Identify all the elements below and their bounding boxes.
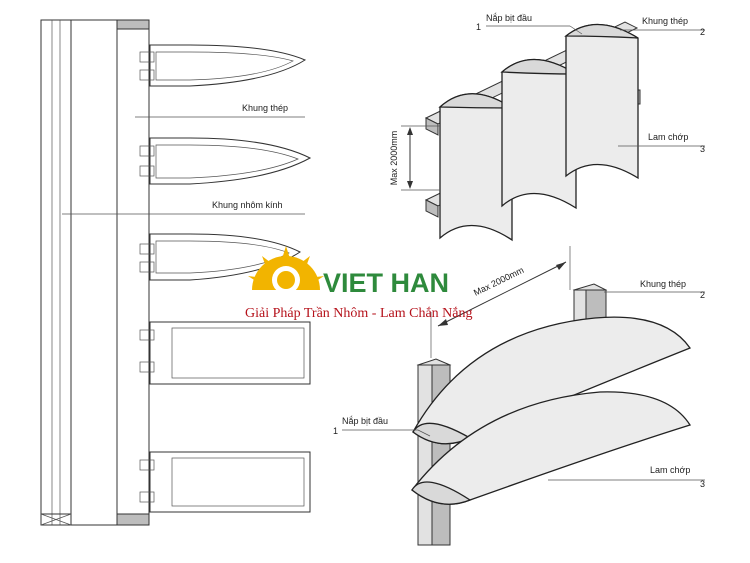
horizontal-louver-blade-2 xyxy=(411,391,692,505)
section-view: Khung thép Khung nhôm kính xyxy=(40,19,312,526)
brand-name: VIET HAN xyxy=(323,268,449,298)
steel-frame-column xyxy=(116,19,150,526)
louver-profile-3 xyxy=(139,233,301,281)
vertical-louver-blade-3 xyxy=(564,23,639,180)
number-louver-bottom: 3 xyxy=(700,479,705,489)
louver-profile-2 xyxy=(139,137,312,185)
glass-frame-column xyxy=(70,19,118,526)
wall-column xyxy=(40,19,72,526)
label-end-cap-bottom: Nắp bịt đầu xyxy=(342,416,388,426)
label-end-cap-top: Nắp bịt đầu xyxy=(486,13,532,23)
number-steel-frame-top: 2 xyxy=(700,27,705,37)
box-profile-2 xyxy=(139,451,311,513)
label-max-size-vertical: Max 2000mm xyxy=(389,131,399,186)
horizontal-louver-assembly: Max 2000mm Nắp bịt đầu 1 Khung thép 2 La… xyxy=(333,246,705,546)
label-max-size-horizontal: Max 2000mm xyxy=(472,265,525,298)
box-profile-1 xyxy=(139,321,311,385)
number-end-cap-top: 1 xyxy=(476,22,481,32)
company-logo: VIET HAN Giải Pháp Trần Nhôm - Lam Chắn … xyxy=(245,246,472,321)
sun-icon xyxy=(248,246,324,294)
number-steel-frame-bottom: 2 xyxy=(700,290,705,300)
vertical-louver-blade-2 xyxy=(500,58,579,210)
label-glass-frame: Khung nhôm kính xyxy=(212,200,283,210)
vertical-louver-blade-1 xyxy=(438,93,515,242)
label-steel-frame-top: Khung thép xyxy=(642,16,688,26)
vertical-louver-assembly: Max 2000mm Nắp bịt đầu 1 Khung thép 2 La… xyxy=(389,13,705,242)
louver-profile-1 xyxy=(139,44,307,87)
label-louver-top: Lam chớp xyxy=(648,132,688,142)
label-louver-bottom: Lam chớp xyxy=(650,465,690,475)
dimension-line-horizontal xyxy=(437,261,567,327)
label-steel-frame-bottom: Khung thép xyxy=(640,279,686,289)
label-steel-frame: Khung thép xyxy=(242,103,288,113)
horizontal-louver-blade-1 xyxy=(412,316,692,445)
number-louver-top: 3 xyxy=(700,144,705,154)
number-end-cap-bottom: 1 xyxy=(333,426,338,436)
brand-tagline: Giải Pháp Trần Nhôm - Lam Chắn Nắng xyxy=(245,306,472,321)
